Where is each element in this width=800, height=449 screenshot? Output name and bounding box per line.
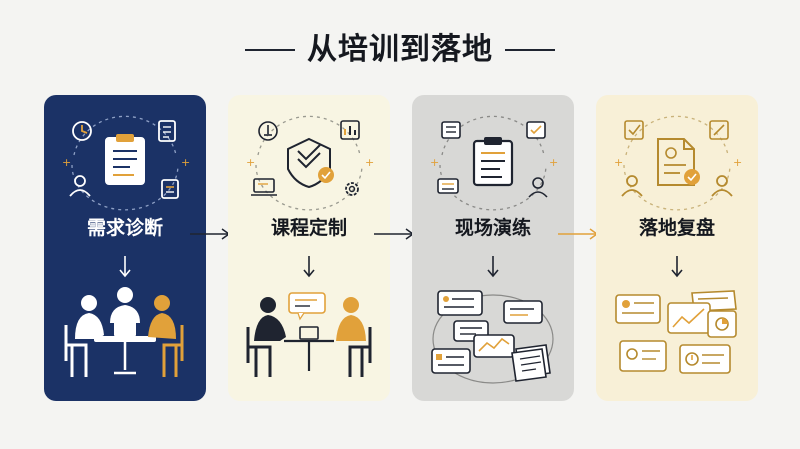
svg-text:+: + bbox=[614, 156, 623, 169]
list-icon bbox=[437, 178, 459, 194]
flow-arrow-1 bbox=[190, 228, 231, 240]
page-title: 从培训到落地 bbox=[307, 32, 493, 67]
step-illustration-customization: + + bbox=[246, 115, 374, 377]
clock-icon bbox=[72, 121, 92, 141]
step-card-diagnosis: + + bbox=[44, 95, 206, 401]
step-label-review: 落地复盘 bbox=[638, 217, 715, 239]
svg-text:+: + bbox=[62, 156, 71, 169]
step-card-practice: + + bbox=[412, 95, 574, 401]
report-icon bbox=[161, 179, 179, 199]
coaching-people-icon bbox=[246, 292, 372, 377]
checklist-icon bbox=[526, 121, 546, 139]
svg-text:+: + bbox=[246, 156, 255, 169]
user-icon bbox=[528, 177, 548, 198]
gear-icon bbox=[345, 182, 359, 196]
document-check-icon bbox=[657, 138, 700, 186]
review-cards-icon bbox=[615, 290, 737, 374]
svg-text:+: + bbox=[430, 156, 439, 169]
clipboard-icon bbox=[105, 134, 145, 185]
clipboard-icon bbox=[472, 137, 514, 187]
user-icon bbox=[711, 175, 733, 197]
step-illustration-review: + + bbox=[614, 115, 742, 374]
step-label-practice: 现场演练 bbox=[454, 217, 531, 239]
title-left-rule bbox=[245, 49, 295, 51]
practice-cards-icon bbox=[431, 290, 554, 384]
chart-icon bbox=[340, 120, 360, 140]
meeting-people-icon bbox=[64, 287, 184, 377]
title-area: 从培训到落地 bbox=[0, 30, 800, 70]
step-label-customization: 课程定制 bbox=[270, 217, 347, 239]
svg-text:+: + bbox=[549, 156, 558, 169]
svg-text:+: + bbox=[365, 156, 374, 169]
step-card-review: + + bbox=[596, 95, 758, 401]
document-icon bbox=[158, 120, 176, 142]
pin-icon bbox=[258, 121, 278, 141]
svg-text:+: + bbox=[733, 156, 742, 169]
document-icon bbox=[441, 121, 461, 139]
step-card-customization: + + bbox=[228, 95, 390, 401]
user-icon bbox=[621, 175, 643, 197]
step-illustration-diagnosis: + + bbox=[62, 115, 190, 377]
step-illustration-practice: + + bbox=[430, 115, 558, 384]
user-icon bbox=[69, 175, 91, 197]
laptop-icon bbox=[251, 178, 277, 196]
flow-arrow-2 bbox=[374, 228, 415, 240]
svg-text:+: + bbox=[181, 156, 190, 169]
check-icon bbox=[624, 120, 644, 140]
shield-check-icon bbox=[287, 137, 334, 189]
flow-arrow-3 bbox=[558, 228, 599, 240]
edit-icon bbox=[709, 120, 729, 140]
title-right-rule bbox=[505, 49, 555, 51]
step-label-diagnosis: 需求诊断 bbox=[86, 217, 163, 239]
